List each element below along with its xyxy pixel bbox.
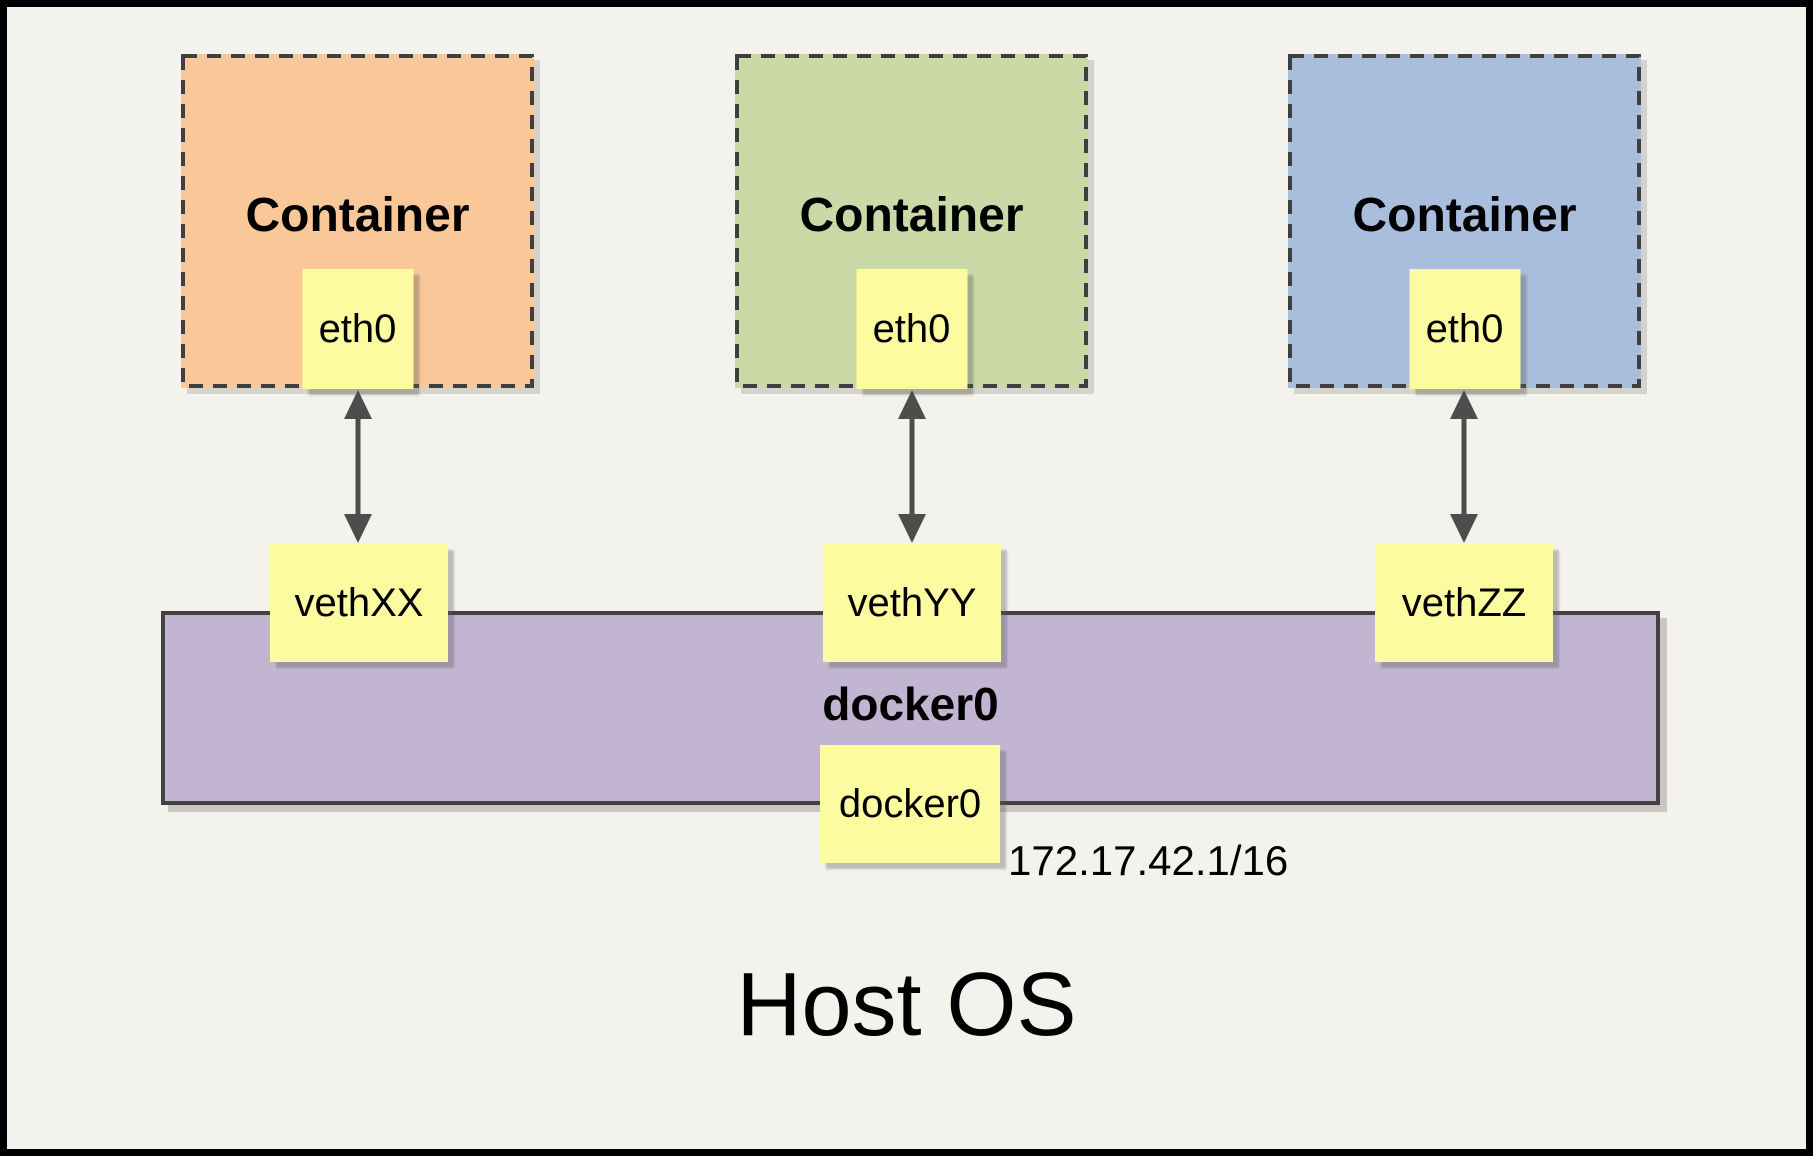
eth0-box-3: eth0 <box>1409 269 1520 389</box>
container-box-3: Container eth0 <box>1288 54 1641 389</box>
eth0-label-2: eth0 <box>872 307 951 351</box>
host-os-label: Host OS <box>736 955 1077 1055</box>
veth-arrow-3 <box>1450 390 1478 543</box>
container-label-2: Container <box>799 189 1024 242</box>
vethZZ-label: vethZZ <box>1401 581 1527 625</box>
eth0-label-1: eth0 <box>318 307 397 351</box>
container-box-1: Container eth0 <box>181 54 534 389</box>
docker0-interface-box: docker0 <box>820 745 1000 863</box>
veth-arrow-1 <box>344 390 372 543</box>
vethYY-label: vethYY <box>847 581 977 625</box>
docker0-interface-label: docker0 <box>838 782 982 826</box>
veth-arrow-2 <box>898 390 926 543</box>
container-label-1: Container <box>245 189 470 242</box>
vethZZ-box: vethZZ <box>1375 544 1553 662</box>
eth0-box-2: eth0 <box>856 269 967 389</box>
vethYY-box: vethYY <box>823 544 1001 662</box>
eth0-box-1: eth0 <box>302 269 413 389</box>
container-label-3: Container <box>1352 189 1577 242</box>
vethXX-box: vethXX <box>270 544 448 662</box>
docker0-bridge-label: docker0 <box>822 678 999 730</box>
bridge-ip-label: 172.17.42.1/16 <box>1008 837 1289 884</box>
container-box-2: Container eth0 <box>735 54 1088 389</box>
eth0-label-3: eth0 <box>1425 307 1504 351</box>
vethXX-label: vethXX <box>294 581 424 625</box>
